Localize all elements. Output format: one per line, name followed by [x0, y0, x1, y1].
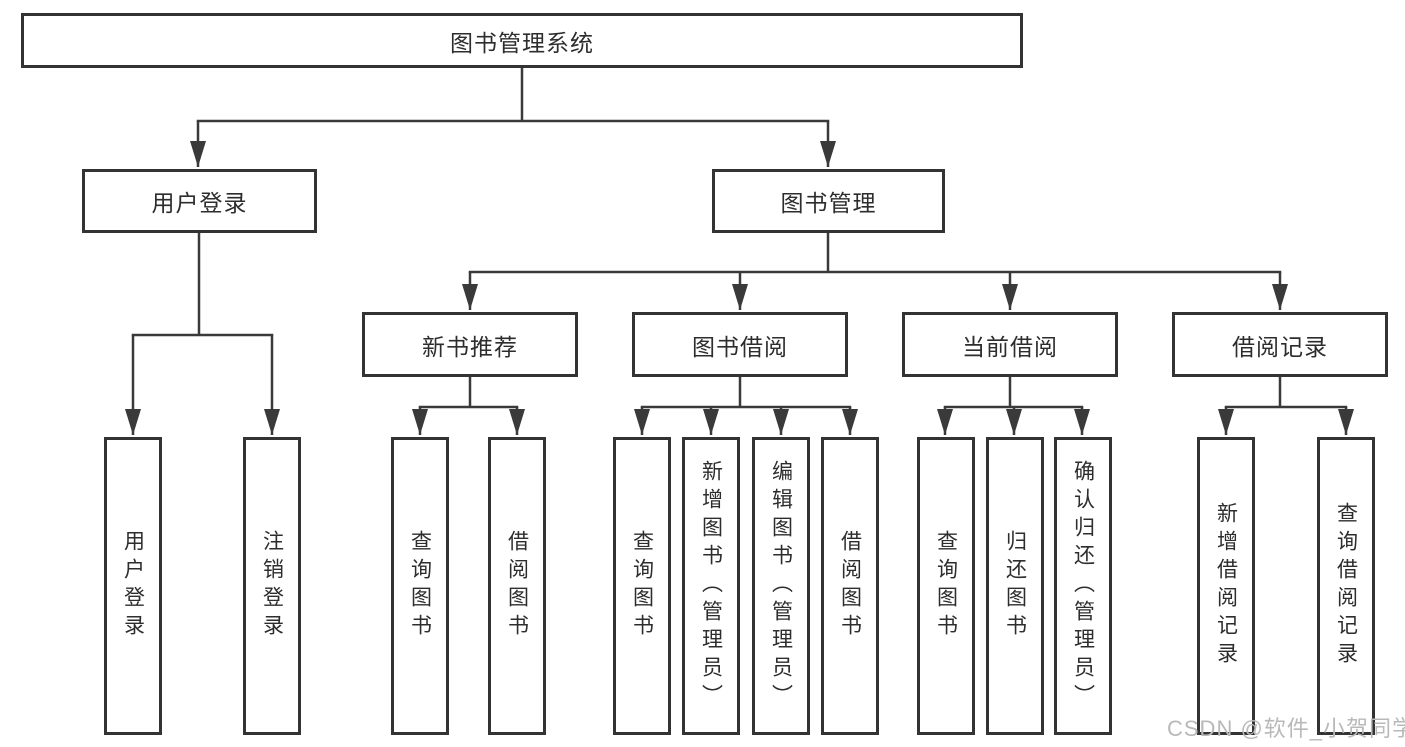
- node-library-management-system: 图书管理系统: [21, 13, 1023, 68]
- node-new-book-recommendation: 新书推荐: [362, 312, 578, 377]
- node-book-management: 图书管理: [712, 169, 945, 233]
- leaf-borrow-books: 借阅图书: [821, 437, 879, 735]
- leaf-user-login: 用户登录: [104, 437, 162, 735]
- node-user-login: 用户登录: [82, 169, 317, 233]
- leaf-query-books-borrow: 查询图书: [613, 437, 671, 735]
- leaf-return-books: 归还图书: [986, 437, 1044, 735]
- node-borrowing-records: 借阅记录: [1172, 312, 1388, 377]
- leaf-borrow-books-recommend: 借阅图书: [488, 437, 546, 735]
- leaf-confirm-return-admin: 确认归还（管理员）: [1054, 437, 1112, 735]
- leaf-add-borrow-record: 新增借阅记录: [1197, 437, 1255, 735]
- leaf-query-books-recommend: 查询图书: [391, 437, 449, 735]
- leaf-query-borrow-record: 查询借阅记录: [1317, 437, 1375, 735]
- leaf-query-books-current: 查询图书: [917, 437, 975, 735]
- node-current-borrowing: 当前借阅: [902, 312, 1118, 377]
- leaf-add-books-admin: 新增图书（管理员）: [682, 437, 740, 735]
- leaf-logout: 注销登录: [243, 437, 301, 735]
- leaf-edit-books-admin: 编辑图书（管理员）: [752, 437, 810, 735]
- node-book-borrowing: 图书借阅: [632, 312, 848, 377]
- csdn-watermark: CSDN @软件_小贺同学: [1167, 716, 1405, 741]
